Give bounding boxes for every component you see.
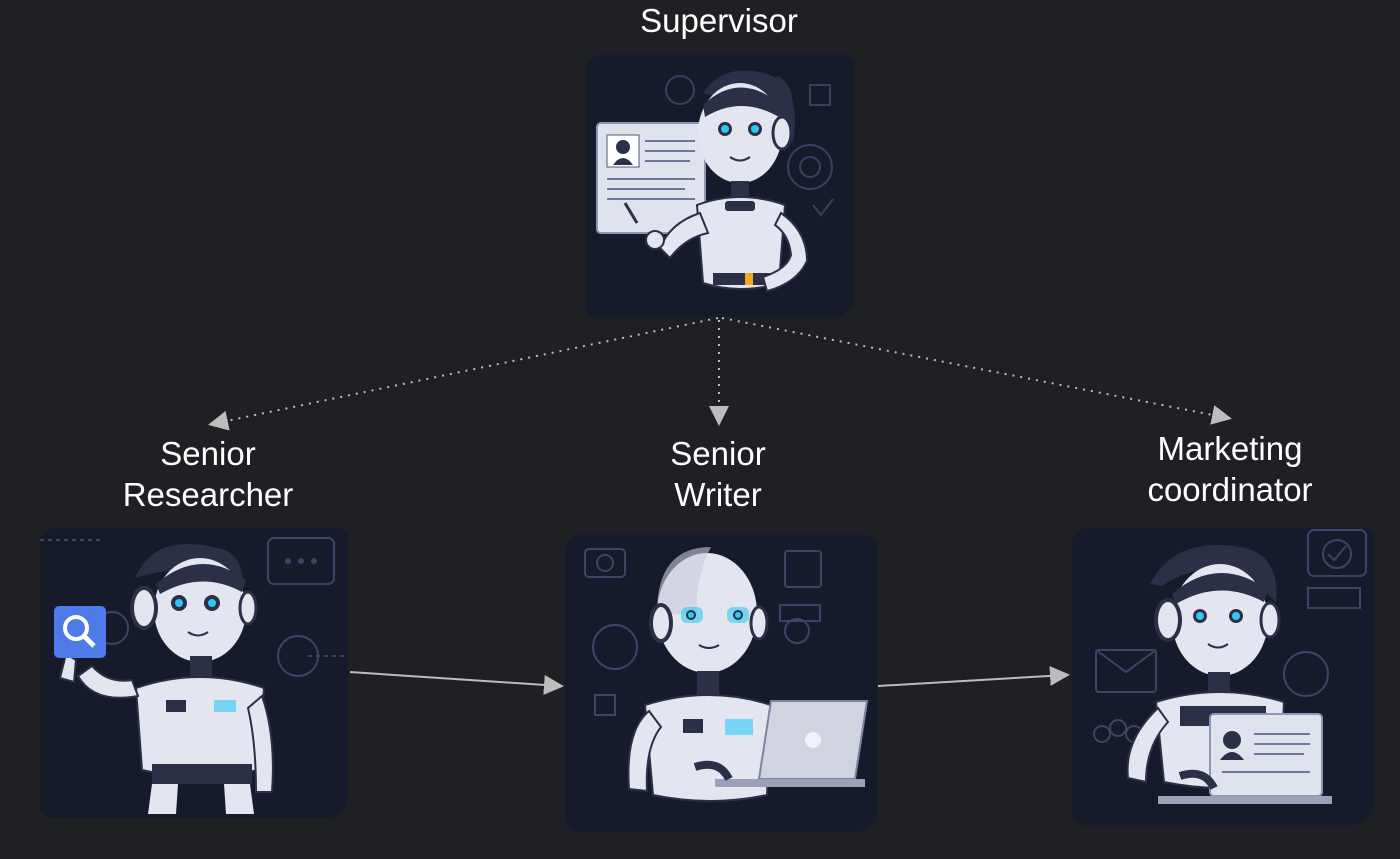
senior-writer-robot-card: [565, 535, 877, 832]
writer-to-marketing-arrow: [878, 675, 1066, 686]
researcher-to-writer-arrow: [350, 672, 560, 686]
senior-writer-robot-illustration: [565, 535, 877, 832]
supervisor-robot-illustration: [585, 55, 855, 317]
supervisor-to-researcher-arrow: [212, 318, 718, 424]
senior-researcher-robot-card: [40, 528, 348, 818]
senior-researcher-robot-illustration: [40, 528, 348, 818]
supervisor-robot-card: [585, 55, 855, 317]
marketing-coordinator-robot-card: [1072, 528, 1374, 825]
marketing-coordinator-robot-illustration: [1072, 528, 1374, 825]
supervisor-to-marketing-arrow: [722, 318, 1228, 418]
